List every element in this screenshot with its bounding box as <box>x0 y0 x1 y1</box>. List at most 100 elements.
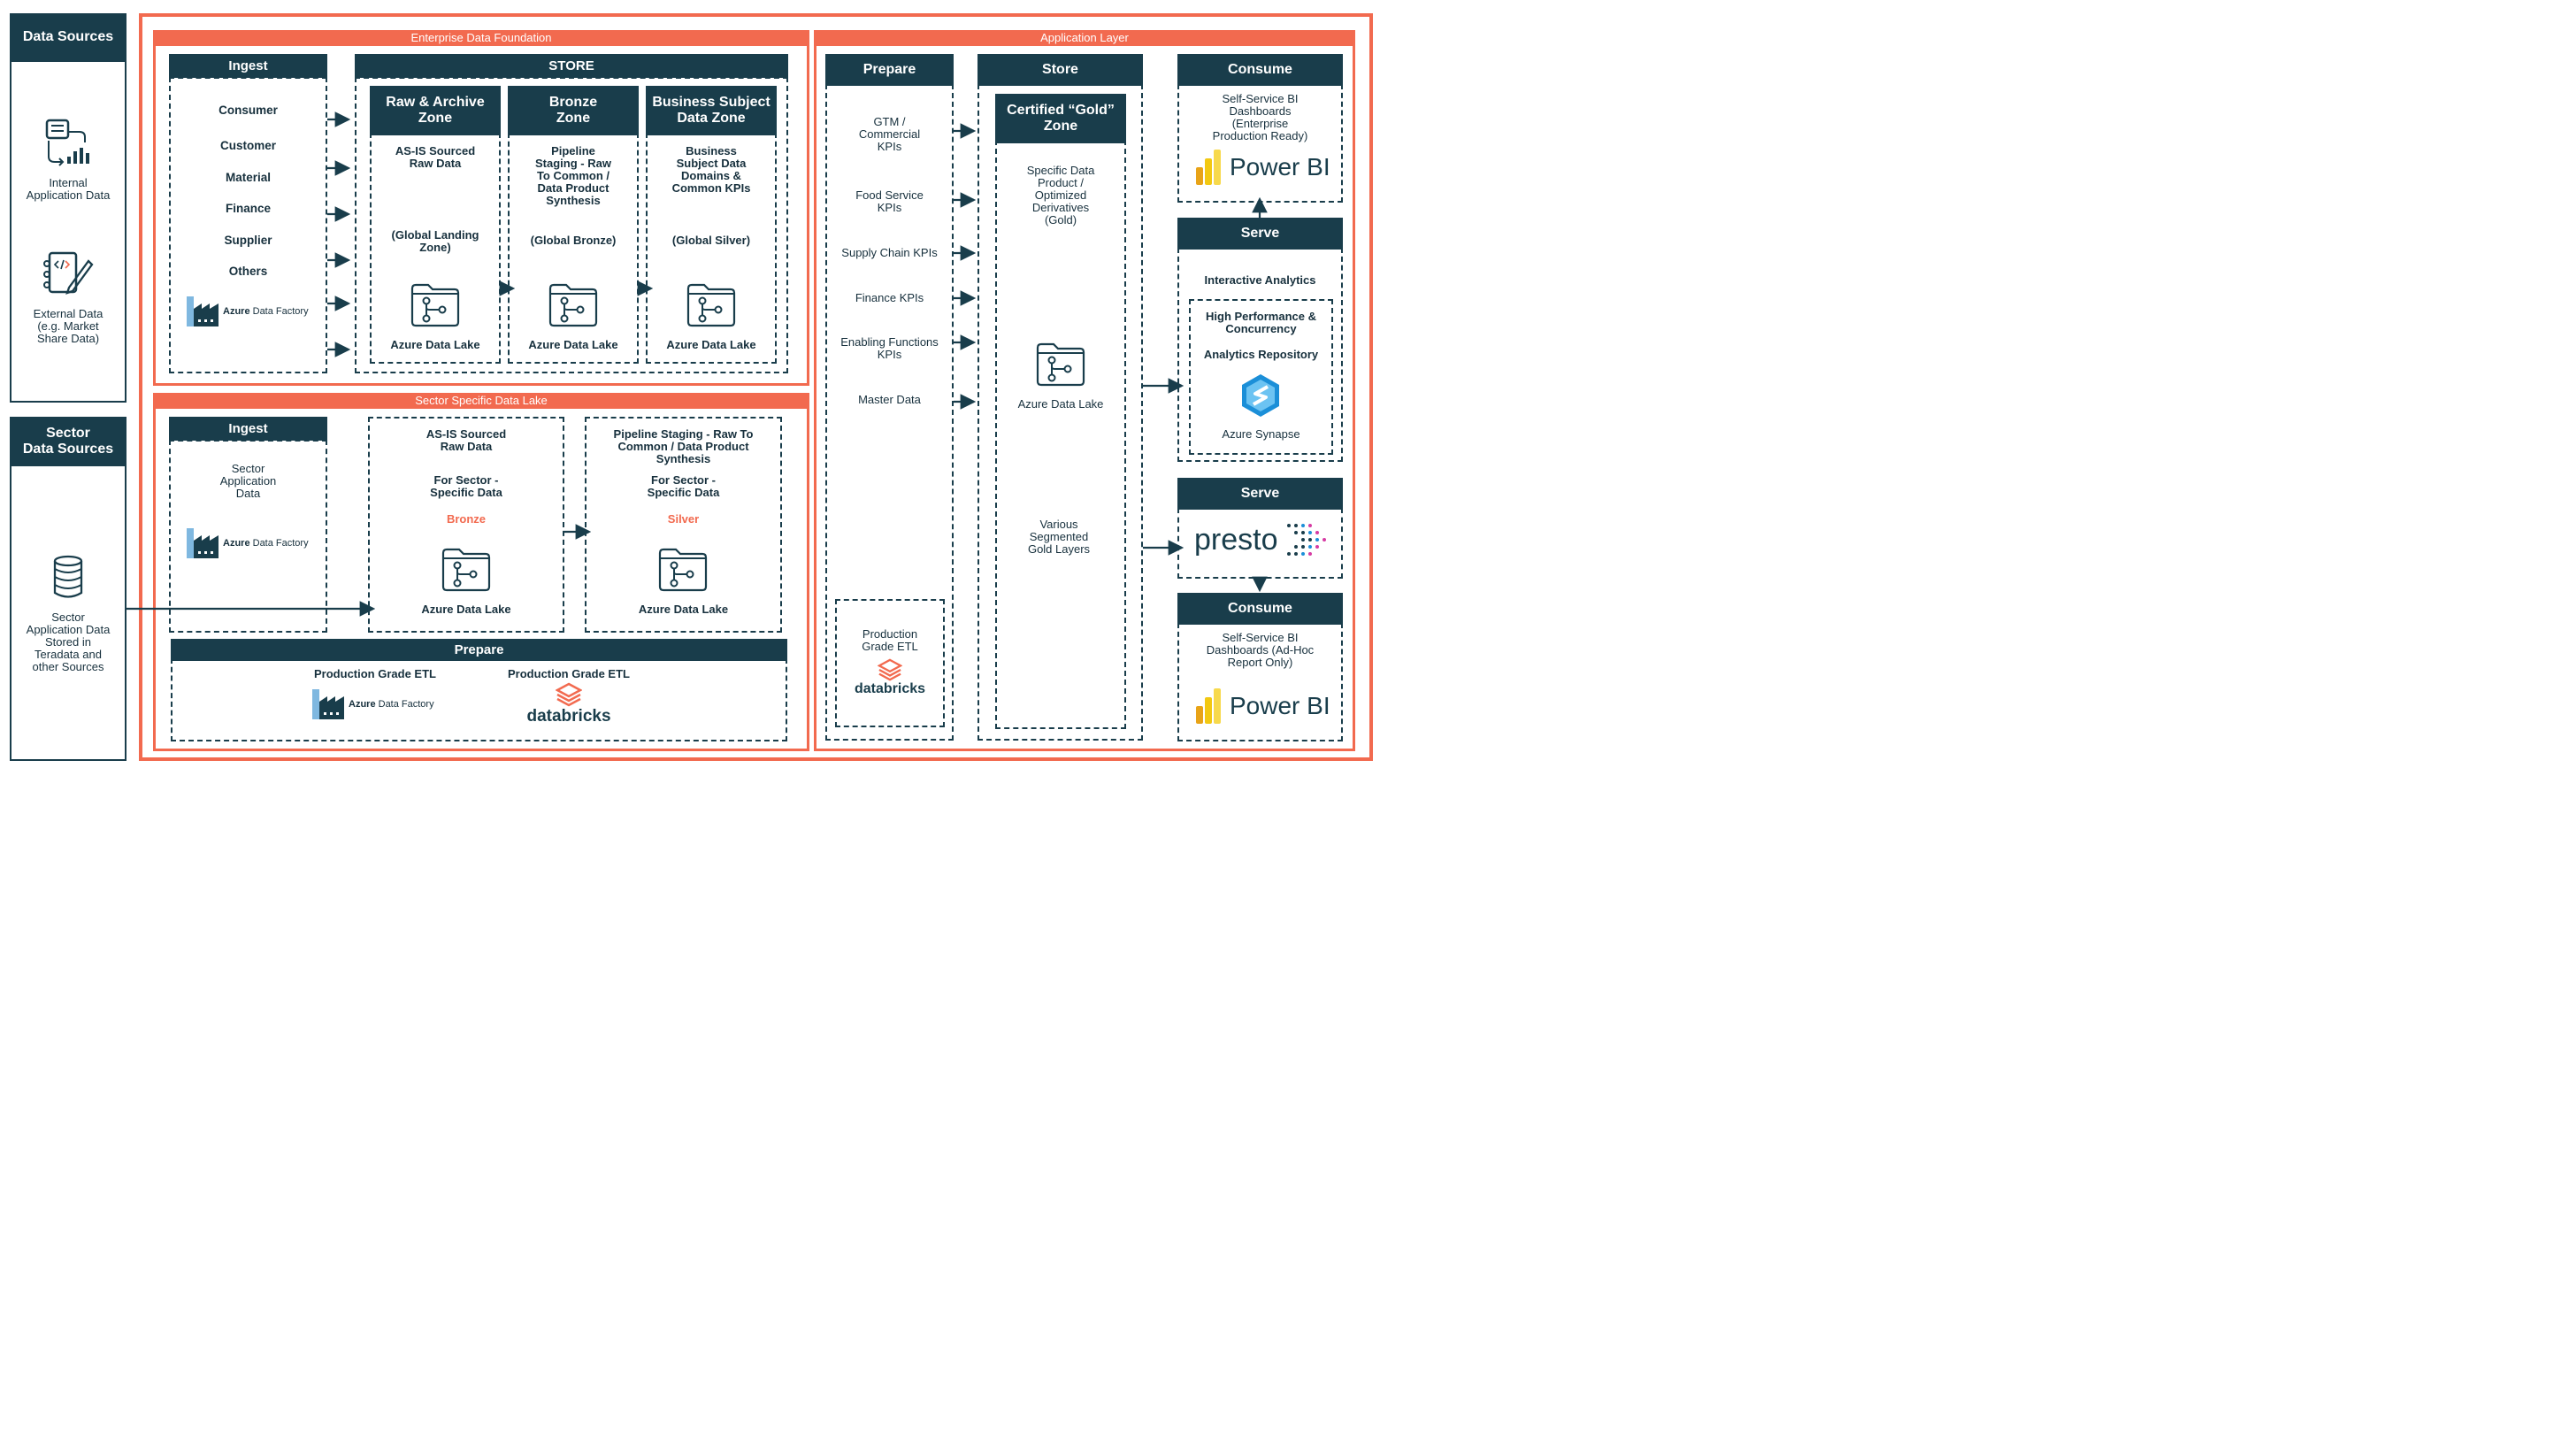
synapse-box <box>1189 299 1333 455</box>
ssdl-bronze-desc: AS-IS Sourced Raw Data <box>426 427 507 453</box>
edf-ingest-title: Ingest <box>169 54 327 78</box>
ssdl-bronze-box <box>368 417 564 633</box>
high-performance: High Performance & Concurrency <box>1206 310 1316 335</box>
serve2-title: Serve <box>1177 478 1343 510</box>
prepare-kpi: Finance KPIs <box>855 291 924 304</box>
edf-ingest-box <box>169 77 327 373</box>
databricks-icon <box>878 658 902 681</box>
consume2-title: Consume <box>1177 593 1343 625</box>
database-icon <box>51 555 85 603</box>
gold-zone-desc: Specific Data Product / Optimized Deriva… <box>1026 164 1095 227</box>
raw-zone-desc: AS-IS Sourced Raw Data <box>395 144 476 170</box>
ssdl-silver-lake: Azure Data Lake <box>638 603 729 616</box>
ssdl-ingest-title: Ingest <box>169 417 327 441</box>
ssdl-bronze-lake: Azure Data Lake <box>421 603 511 616</box>
ssdl-silver-desc: Pipeline Staging - Raw To Common / Data … <box>613 427 754 465</box>
presto-label: presto <box>1194 522 1278 557</box>
ingest-item: Customer <box>219 139 276 152</box>
internal-data-icon <box>44 118 92 172</box>
gold-zone-lake: Azure Data Lake <box>1017 397 1104 411</box>
ssdl-bronze-tag: Bronze <box>446 512 487 526</box>
databricks-logo: databricks <box>525 682 613 726</box>
ingest-item: Supplier <box>224 234 272 247</box>
prepare-kpi: Food Service KPIs <box>855 188 924 214</box>
azure-data-factory-logo: Azure Data Factory <box>311 689 434 719</box>
gold-layers-text: Various Segmented Gold Layers <box>1027 518 1091 556</box>
external-data-icon <box>42 250 94 301</box>
silver-zone-desc: Business Subject Data Domains & Common K… <box>671 144 751 195</box>
ingest-item: Others <box>228 265 268 278</box>
adf-label-bold: Azure <box>223 306 250 317</box>
adf-label: Data Factory <box>252 538 309 549</box>
edf-store-box <box>355 77 788 373</box>
synapse-label: Azure Synapse <box>1222 427 1300 441</box>
ssdl-silver-sub: For Sector - Specific Data <box>647 473 720 499</box>
ssdl-bronze-sub: For Sector - Specific Data <box>430 473 502 499</box>
consume1-desc: Self-Service BI Dashboards (Enterprise P… <box>1212 92 1308 142</box>
ssdl-title: Sector Specific Data Lake <box>153 393 809 409</box>
ssdl-etl2: Production Grade ETL <box>508 667 630 680</box>
ingest-item: Finance <box>225 202 271 215</box>
sector-sources-label: Sector Application Data Stored in Terada… <box>26 611 111 673</box>
databricks-label: databricks <box>854 681 926 696</box>
power-bi-logo: Power BI <box>1196 150 1330 185</box>
silver-zone-sub: (Global Silver) <box>671 234 751 247</box>
data-factory-icon <box>187 528 218 558</box>
power-bi-label: Power BI <box>1230 692 1330 719</box>
power-bi-logo: Power BI <box>1196 688 1330 724</box>
ssdl-ingest-text: Sector Application Data <box>219 462 277 500</box>
edf-title: Enterprise Data Foundation <box>153 30 809 46</box>
databricks-icon <box>556 682 582 707</box>
ssdl-ingest-box <box>169 440 327 633</box>
bronze-zone-desc: Pipeline Staging - Raw To Common / Data … <box>535 144 611 207</box>
bronze-zone-sub: (Global Bronze) <box>530 234 617 247</box>
consume2-desc: Self-Service BI Dashboards (Ad-Hoc Repor… <box>1206 631 1315 669</box>
ingest-item: Material <box>225 171 272 184</box>
bronze-zone-lake: Azure Data Lake <box>528 338 618 351</box>
raw-zone-lake: Azure Data Lake <box>390 338 480 351</box>
synapse-icon <box>1238 373 1284 423</box>
data-sources-title: Data Sources <box>10 13 126 62</box>
azure-data-factory-logo: Azure Data Factory <box>186 528 309 558</box>
outer-frame <box>139 13 1373 761</box>
presto-logo: presto <box>1194 522 1326 557</box>
ssdl-prepare-title: Prepare <box>171 639 787 661</box>
ssdl-silver-tag: Silver <box>667 512 700 526</box>
prepare-kpi: GTM / Commercial KPIs <box>858 115 921 153</box>
gold-zone-title: Certified “Gold” Zone <box>995 94 1126 143</box>
adf-label-bold: Azure <box>223 538 250 549</box>
app-etl-box <box>835 599 945 727</box>
databricks-label: databricks <box>526 707 611 726</box>
silver-zone-lake: Azure Data Lake <box>666 338 756 351</box>
ingest-item: Consumer <box>218 104 278 117</box>
adf-label-bold: Azure <box>349 699 376 710</box>
raw-zone-title: Raw & Archive Zone <box>370 86 501 135</box>
external-data-label: External Data (e.g. Market Share Data) <box>33 307 104 345</box>
ssdl-etl1: Production Grade ETL <box>314 667 436 680</box>
presto-icon <box>1286 524 1326 556</box>
sector-sources-title: Sector Data Sources <box>10 417 126 466</box>
serve1-title: Serve <box>1177 218 1343 250</box>
adf-label: Data Factory <box>378 699 434 710</box>
gold-zone-box <box>995 140 1126 729</box>
raw-zone-sub: (Global Landing Zone) <box>391 228 479 254</box>
internal-data-label: Internal Application Data <box>26 176 111 202</box>
app-store-title: Store <box>978 54 1143 86</box>
power-bi-label: Power BI <box>1230 153 1330 180</box>
azure-data-factory-logo: Azure Data Factory <box>186 296 309 326</box>
consume1-title: Consume <box>1177 54 1343 86</box>
power-bi-icon <box>1196 688 1221 724</box>
databricks-logo: databricks <box>846 658 934 697</box>
power-bi-icon <box>1196 150 1221 185</box>
prepare-kpi: Supply Chain KPIs <box>841 246 938 259</box>
ssdl-prepare-box <box>171 658 787 741</box>
prepare-kpi: Master Data <box>858 393 921 406</box>
silver-zone-title: Business Subject Data Zone <box>646 86 777 135</box>
data-factory-icon <box>312 689 344 719</box>
data-factory-icon <box>187 296 218 326</box>
app-prepare-title: Prepare <box>825 54 954 86</box>
bronze-zone-title: Bronze Zone <box>508 86 639 135</box>
edf-store-title: STORE <box>355 54 788 78</box>
adf-label: Data Factory <box>252 306 309 317</box>
app-title: Application Layer <box>814 30 1355 46</box>
